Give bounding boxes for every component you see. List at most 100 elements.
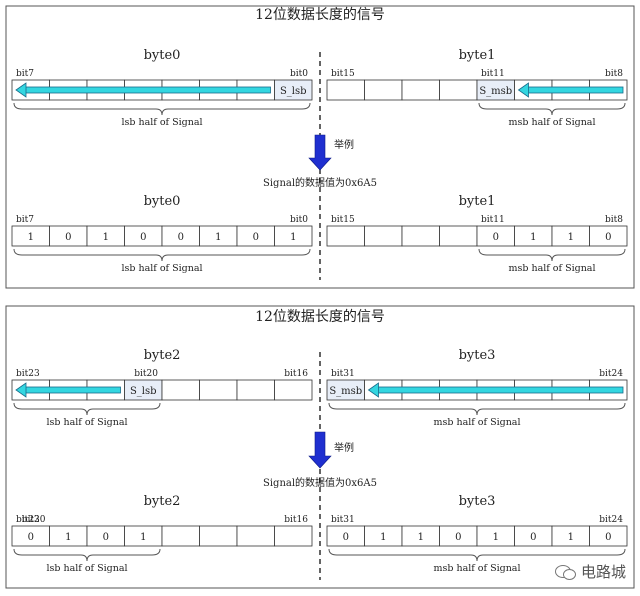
- panel2-top-left-bit-left-label: bit23: [16, 369, 40, 379]
- panel2-bottom-left-cell-text: 1: [65, 532, 71, 543]
- panel2-example-label: 举例: [334, 441, 354, 454]
- panel2-bottom-left-cell-text: 0: [28, 532, 34, 543]
- watermark-text: 电路城: [580, 563, 626, 581]
- panel1-top-msb-label: msb half of Signal: [508, 117, 595, 128]
- panel2-bottom-right-byte-name: byte3: [459, 494, 496, 509]
- panel2-lsb-arrow-head: [15, 382, 27, 398]
- panel1-bottom-left-cell-text: 1: [215, 232, 221, 243]
- panel1-msb-arrow-head: [517, 82, 529, 98]
- panel2-top-left-byte-name: byte2: [144, 348, 181, 363]
- panel1-bottom-left-cell-text: 1: [290, 232, 296, 243]
- panel2-top-left-cell: [236, 379, 275, 401]
- panel2-top-left-cell: [274, 379, 313, 401]
- panel1-bottom-right-cell: [589, 225, 628, 247]
- watermark: 电路城: [554, 561, 626, 582]
- panel1-value-caption: Signal的数据值为0x6A5: [263, 176, 377, 189]
- panel2-top-right-cell-text: S_msb: [329, 386, 362, 397]
- panel1-bottom-left-cell-text: 0: [178, 232, 184, 243]
- panel2-bottom-left-byte-name: byte2: [144, 494, 181, 509]
- panel2-top-left-cell-text: S_lsb: [130, 386, 157, 397]
- panel1-top-left-cell: [274, 79, 313, 101]
- panel1-example-label: 举例: [334, 138, 354, 151]
- panel2-bottom-right-cell-text: 1: [418, 532, 424, 543]
- panel1-bottom-lsb-label: lsb half of Signal: [121, 263, 202, 274]
- panel1-top-left-cell-text: S_lsb: [280, 86, 307, 97]
- panel2-bottom-right-cell-text: 1: [493, 532, 499, 543]
- panel1-top-right-cell: [326, 79, 365, 101]
- panel1-bottom-left-cell-text: 1: [28, 232, 34, 243]
- panel2-bottom-left-bit-left-label: bit23: [16, 515, 40, 525]
- panel1-top-right-bit-left-label: bit15: [331, 69, 355, 79]
- panel1-bottom-msb-label: msb half of Signal: [508, 263, 595, 274]
- panel2-bottom-right-cell: [589, 525, 628, 547]
- panel1-top-msb-brace: [478, 102, 626, 116]
- panel2-bottom-lsb-brace: [13, 548, 161, 562]
- panel2-bottom-msb-brace: [328, 548, 626, 562]
- panel2-msb-arrow: [367, 382, 624, 398]
- panel1-top-left-byte-name: byte0: [144, 48, 181, 63]
- panel2-top-msb-brace: [328, 402, 626, 416]
- panel1-top-right-cell: [364, 79, 403, 101]
- panel2-bottom-left-cell-text: 0: [103, 532, 109, 543]
- panel1-bottom-right-cell-text: 0: [605, 232, 611, 243]
- panel1-bottom-right-cell: [326, 225, 365, 247]
- panel2-bottom-right-cell-text: 0: [530, 532, 536, 543]
- panel1-title: 12位数据长度的信号: [255, 7, 385, 23]
- panel1-top-right-cell-text: S_msb: [479, 86, 512, 97]
- panel1-top-lsb-brace: [13, 102, 311, 116]
- panel1-bottom-left-byte-name: byte0: [144, 194, 181, 209]
- panel1-bottom-msb-brace: [478, 248, 626, 262]
- panel2-top-lsb-label: lsb half of Signal: [46, 417, 127, 428]
- panel2-top-lsb-brace: [13, 402, 161, 416]
- panel1-top-left-bit-left-label: bit7: [16, 69, 34, 79]
- panel2-top-left-bit-mid-label: bit20: [134, 369, 158, 379]
- panel2-bottom-left-cell: [236, 525, 275, 547]
- panel1-top-right-byte-name: byte1: [459, 48, 496, 63]
- panel2-top-right-bit-right-label: bit24: [599, 369, 623, 379]
- panel1-bottom-left-bit-left-label: bit7: [16, 215, 34, 225]
- panel2-top-left-cell: [199, 379, 238, 401]
- panel1-down-arrow-icon: [308, 134, 332, 171]
- panel1-bottom-right-bit-left-label: bit15: [331, 215, 355, 225]
- panel1-bottom-left-cell: [274, 225, 313, 247]
- panel2-value-caption: Signal的数据值为0x6A5: [263, 476, 377, 489]
- panel1-bottom-right-cell-text: 1: [530, 232, 536, 243]
- panel2-bottom-left-bit-right-label: bit16: [284, 515, 308, 525]
- panel2-top-right-bit-left-label: bit31: [331, 369, 355, 379]
- panel2-bottom-right-cell-text: 1: [568, 532, 574, 543]
- panel2-down-arrow-icon: [308, 431, 332, 469]
- panel1-bottom-right-cell: [439, 225, 478, 247]
- panel1-bottom-right-cell-text: 1: [568, 232, 574, 243]
- panel1-lsb-arrow-head: [15, 82, 27, 98]
- panel1-bottom-right-cell: [364, 225, 403, 247]
- panel2-bottom-left-bit-mid-label: bit20: [22, 515, 46, 525]
- panel2-lsb-arrow-shaft: [23, 386, 121, 394]
- wechat-icon: [554, 563, 577, 581]
- panel2-lsb-arrow: [15, 382, 121, 398]
- panel1-bottom-left-cell-text: 0: [140, 232, 146, 243]
- panel2-top-left-bit-right-label: bit16: [284, 369, 308, 379]
- panel1-msb-arrow: [517, 82, 624, 98]
- panel1-lsb-arrow-shaft: [23, 86, 271, 94]
- panel1-msb-arrow-shaft: [526, 86, 624, 94]
- panel2-bottom-lsb-label: lsb half of Signal: [46, 563, 127, 574]
- panel1-lsb-arrow: [15, 82, 271, 98]
- panel2-bottom-right-cell-text: 1: [380, 532, 386, 543]
- panel2-top-right-byte-name: byte3: [459, 348, 496, 363]
- panel2-bottom-right-bit-right-label: bit24: [599, 515, 623, 525]
- panel2-bottom-left-cell: [274, 525, 313, 547]
- panel2-bottom-right-cell-text: 0: [605, 532, 611, 543]
- panel1-bottom-left-cell-text: 1: [103, 232, 109, 243]
- panel1-bottom-right-bit-mid-label: bit11: [481, 215, 505, 225]
- panel2-top-left-cell: [161, 379, 200, 401]
- panel1-bottom-right-cell: [401, 225, 440, 247]
- panel1-bottom-lsb-brace: [13, 248, 311, 262]
- panel2-top-msb-label: msb half of Signal: [433, 417, 520, 428]
- panel1-top-right-cell: [401, 79, 440, 101]
- panel2-title: 12位数据长度的信号: [255, 309, 385, 325]
- panel2-bottom-right-bit-left-label: bit31: [331, 515, 355, 525]
- panel1-bottom-left-cell-text: 0: [253, 232, 259, 243]
- panel2-bottom-right-cell-text: 0: [455, 532, 461, 543]
- panel1-top-left-bit-right-label: bit0: [290, 69, 308, 79]
